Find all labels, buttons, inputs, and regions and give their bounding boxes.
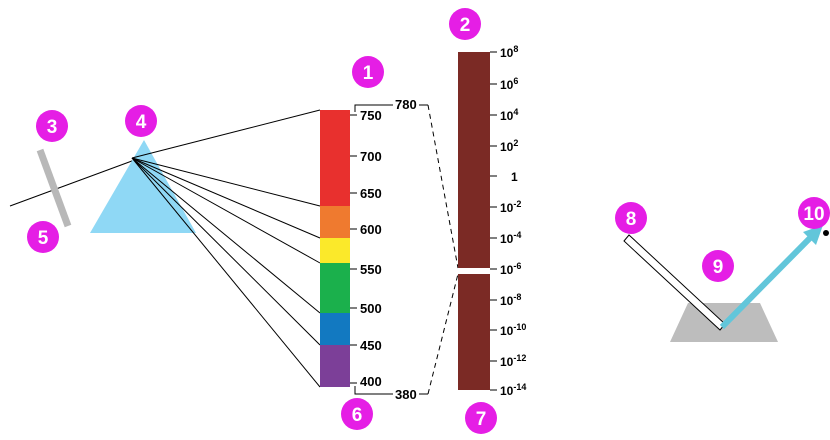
svg-text:7: 7 — [476, 409, 487, 430]
range-bracket — [354, 104, 459, 395]
scale-label: 1 — [511, 170, 518, 184]
bracket-label-bottom: 380 — [395, 387, 417, 402]
scale-label: 102 — [500, 138, 518, 154]
scale-ticks — [490, 51, 497, 391]
band-green — [320, 263, 350, 313]
ray-red — [131, 109, 321, 159]
scale-label: 10-12 — [500, 353, 526, 369]
badge-2: 2 — [449, 8, 481, 40]
visible-spectrum-bar — [320, 110, 350, 387]
svg-text:3: 3 — [47, 117, 58, 138]
reflected-beam — [719, 235, 813, 330]
scale-tick-labels: 108 106 104 102 1 10-2 10-4 10-6 10-8 10… — [500, 44, 526, 398]
ray-bottom — [131, 157, 321, 388]
badge-6: 6 — [341, 398, 373, 430]
badge-1: 1 — [352, 56, 384, 88]
band-violet — [320, 345, 350, 387]
dashed-link-top — [427, 104, 459, 269]
scale-label: 104 — [500, 107, 518, 123]
tick-label: 650 — [360, 186, 382, 201]
band-blue — [320, 313, 350, 345]
scale-label: 10-6 — [500, 261, 521, 277]
dashed-link-bottom — [427, 273, 459, 395]
scale-label: 10-10 — [500, 322, 526, 338]
tick-label: 550 — [360, 262, 382, 277]
band-orange — [320, 206, 350, 238]
scale-label: 10-8 — [500, 292, 521, 308]
svg-text:5: 5 — [38, 228, 49, 249]
badge-4: 4 — [125, 105, 157, 137]
tick-label: 750 — [360, 108, 382, 123]
band-yellow — [320, 238, 350, 263]
ray-yellow — [131, 157, 321, 239]
badges: 1 2 3 4 5 6 7 8 9 10 — [27, 8, 830, 434]
tick-label: 500 — [360, 301, 382, 316]
badge-7: 7 — [465, 402, 497, 434]
badge-10: 10 — [798, 197, 830, 229]
dispersed-rays — [131, 109, 321, 388]
ray-orange — [131, 157, 321, 207]
mirror — [36, 148, 72, 228]
badge-3: 3 — [36, 110, 68, 142]
badge-9: 9 — [702, 250, 734, 282]
spectrum-ticks — [350, 114, 357, 384]
bracket-bottom — [354, 386, 393, 395]
svg-text:8: 8 — [626, 209, 637, 230]
band-red — [320, 110, 350, 206]
scale-label: 10-2 — [500, 199, 521, 215]
spectrum-tick-labels: 750 700 650 600 550 500 450 400 — [360, 108, 382, 389]
svg-text:1: 1 — [363, 63, 374, 84]
incoming-ray — [9, 157, 141, 207]
scale-label: 10-14 — [500, 382, 526, 398]
ray-blue — [131, 157, 321, 314]
scale-label: 106 — [500, 76, 518, 92]
svg-text:4: 4 — [136, 112, 147, 133]
scale-label: 10-4 — [500, 230, 521, 246]
badge-8: 8 — [615, 202, 647, 234]
svg-text:6: 6 — [352, 405, 363, 426]
beam-tip-dot — [823, 230, 829, 236]
ray-green — [131, 157, 321, 264]
tick-label: 400 — [360, 374, 382, 389]
svg-text:2: 2 — [460, 15, 471, 36]
scale-bar-lower — [458, 274, 490, 390]
tick-label: 450 — [360, 338, 382, 353]
incident-beam — [623, 234, 726, 331]
badge-5: 5 — [27, 221, 59, 253]
svg-text:10: 10 — [803, 204, 824, 225]
reflected-arrowhead — [803, 225, 823, 245]
tick-label: 600 — [360, 222, 382, 237]
scale-label: 108 — [500, 44, 518, 60]
scale-bar-upper — [458, 52, 490, 268]
tick-label: 700 — [360, 149, 382, 164]
ray-violet — [131, 157, 321, 346]
bracket-top — [354, 104, 393, 112]
bracket-label-top: 780 — [395, 97, 417, 112]
svg-text:9: 9 — [713, 257, 724, 278]
prism — [90, 140, 196, 233]
